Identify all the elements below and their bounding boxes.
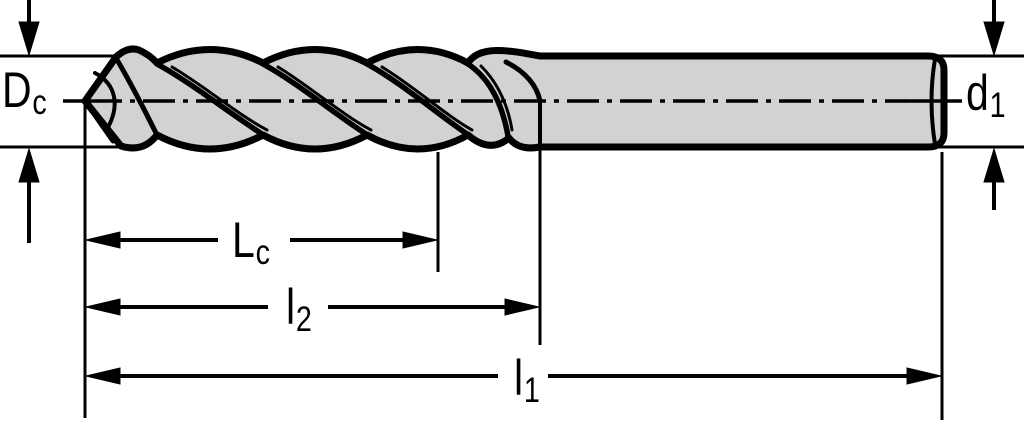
- label-main: D: [2, 62, 32, 118]
- label-shank-diameter: d1: [966, 68, 1006, 123]
- diameter-arrow-top-left: [18, 0, 40, 57]
- tip-flute-edge: [113, 55, 159, 136]
- length-extension-lines: [83, 103, 944, 420]
- diameter-extension-lines: [0, 54, 1024, 149]
- label-main: L: [232, 212, 255, 268]
- arrowhead-up-icon: [18, 147, 40, 183]
- label-subscript: 1: [989, 86, 1006, 125]
- arrowhead-left-icon: [85, 367, 121, 385]
- arrowhead-right-icon: [504, 298, 540, 316]
- label-overall-length: l1: [514, 353, 540, 408]
- arrowhead-right-icon: [906, 367, 942, 385]
- label-subscript: 2: [295, 300, 312, 339]
- flute-spiral-lines: [154, 57, 937, 148]
- arrowhead-right-icon: [402, 231, 438, 249]
- diameter-arrows: [18, 0, 1005, 243]
- label-length-l2: l2: [286, 282, 312, 337]
- label-cutting-diameter: Dc: [2, 65, 47, 120]
- drill-tip-details: [82, 55, 159, 144]
- label-subscript: c: [32, 83, 47, 122]
- label-flute-length: Lc: [232, 215, 270, 270]
- flute-margin-1: [170, 65, 269, 132]
- label-subscript: 1: [523, 371, 540, 410]
- diameter-arrow-bottom-left: [18, 147, 40, 243]
- arrowhead-left-icon: [85, 298, 121, 316]
- flute-edge-2: [260, 61, 369, 137]
- label-subscript: c: [255, 233, 270, 272]
- chisel-edge-line: [82, 98, 116, 144]
- arrowhead-up-icon: [983, 147, 1005, 183]
- dimension-line-l2: [85, 298, 540, 316]
- drill-silhouette: [81, 45, 948, 153]
- arrowhead-down-icon: [983, 21, 1005, 57]
- flute-edge-3: [364, 61, 470, 137]
- dimension-line-Lc: [85, 231, 438, 249]
- flute-edge-4: [465, 61, 511, 139]
- flute-edge-1: [154, 61, 265, 137]
- point-flank-curve: [93, 71, 117, 133]
- diameter-arrow-top-right: [983, 0, 1005, 57]
- dimension-line-l1: [85, 367, 942, 385]
- drill-body: [81, 45, 948, 153]
- label-main: l: [286, 279, 296, 335]
- label-main: l: [514, 350, 524, 406]
- flute-margin-3: [380, 65, 474, 132]
- flute-runout-curve: [503, 59, 543, 104]
- arrowhead-down-icon: [18, 21, 40, 57]
- flute-margin-4: [479, 64, 514, 132]
- arrowhead-left-icon: [85, 231, 121, 249]
- diameter-arrow-bottom-right: [983, 147, 1005, 210]
- flute-margin-2: [276, 65, 373, 132]
- label-main: d: [966, 65, 989, 121]
